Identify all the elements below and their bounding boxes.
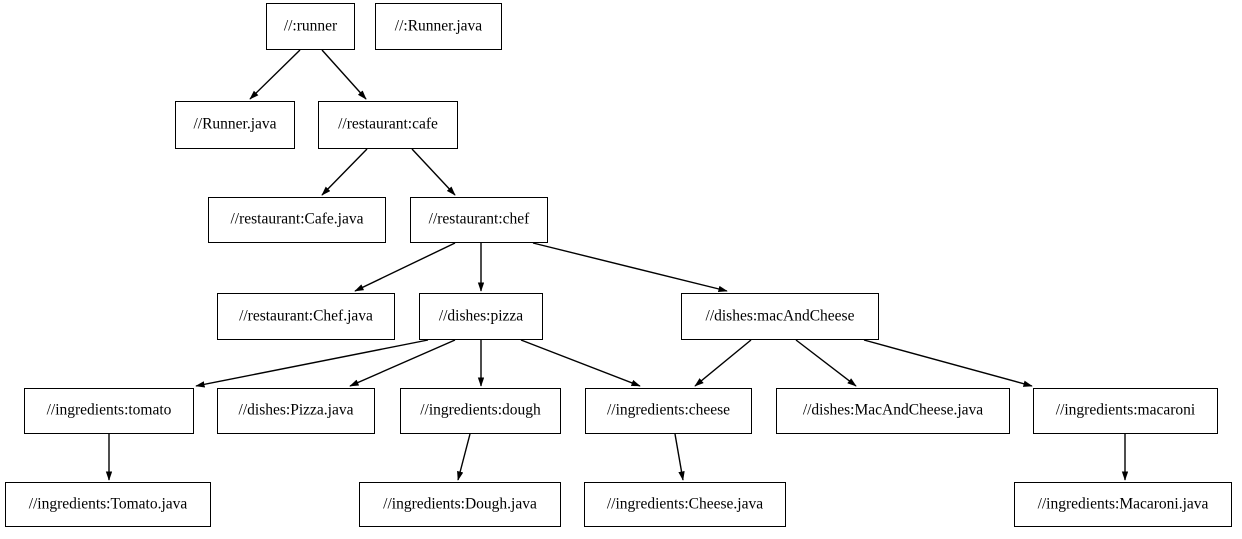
graph-node-label: //dishes:macAndCheese xyxy=(705,307,855,325)
graph-node-label: //ingredients:Dough.java xyxy=(383,495,537,513)
graph-node-restaurant_cafe[interactable]: //restaurant:cafe xyxy=(318,101,458,149)
graph-edge xyxy=(249,49,301,100)
graph-edge xyxy=(694,339,752,387)
graph-edge xyxy=(411,148,456,196)
graph-node-label: //ingredients:macaroni xyxy=(1055,401,1196,419)
graph-node-dishes_mac[interactable]: //dishes:macAndCheese xyxy=(681,293,879,340)
graph-node-ing_dough_java[interactable]: //ingredients:Dough.java xyxy=(359,482,561,527)
graph-node-label: //:runner xyxy=(283,17,338,35)
graph-node-runner[interactable]: //:runner xyxy=(266,3,355,50)
graph-node-dishes_pizza[interactable]: //dishes:pizza xyxy=(419,293,543,340)
graph-edge xyxy=(795,339,857,387)
graph-node-label: //ingredients:dough xyxy=(420,401,541,419)
graph-edge xyxy=(195,339,429,388)
graph-node-restaurant_cafe_java[interactable]: //restaurant:Cafe.java xyxy=(208,197,386,243)
graph-node-label: //Runner.java xyxy=(193,115,277,133)
graph-node-ing_macaroni_java[interactable]: //ingredients:Macaroni.java xyxy=(1014,482,1232,527)
graph-node-label: //ingredients:tomato xyxy=(46,401,172,419)
graph-edge xyxy=(354,242,456,292)
graph-edge xyxy=(863,339,1033,387)
graph-edge xyxy=(457,433,471,481)
graph-node-label: //restaurant:Chef.java xyxy=(239,307,373,325)
graph-node-label: //dishes:MacAndCheese.java xyxy=(802,401,984,419)
graph-node-ing_cheese[interactable]: //ingredients:cheese xyxy=(585,388,752,434)
graph-node-restaurant_chef_java[interactable]: //restaurant:Chef.java xyxy=(217,293,395,340)
graph-node-ing_macaroni[interactable]: //ingredients:macaroni xyxy=(1033,388,1218,434)
graph-node-label: //:Runner.java xyxy=(394,17,483,35)
graph-node-label: //restaurant:cafe xyxy=(338,115,438,133)
graph-node-restaurant_chef[interactable]: //restaurant:chef xyxy=(410,197,548,243)
graph-node-ing_tomato_java[interactable]: //ingredients:Tomato.java xyxy=(5,482,211,527)
graph-node-dishes_pizza_java[interactable]: //dishes:Pizza.java xyxy=(217,388,375,434)
graph-node-label: //ingredients:Macaroni.java xyxy=(1037,495,1209,513)
graph-edge xyxy=(321,148,368,196)
graph-node-label: //dishes:pizza xyxy=(438,307,524,325)
graph-node-dishes_mac_java[interactable]: //dishes:MacAndCheese.java xyxy=(776,388,1010,434)
graph-node-root_runner_java[interactable]: //:Runner.java xyxy=(375,3,502,50)
graph-edge xyxy=(349,339,456,387)
graph-node-ing_dough[interactable]: //ingredients:dough xyxy=(400,388,561,434)
graph-edge xyxy=(532,242,728,293)
graph-node-label: //ingredients:Tomato.java xyxy=(28,495,188,513)
graph-node-label: //dishes:Pizza.java xyxy=(238,401,354,419)
graph-edge xyxy=(321,49,367,100)
graph-node-ing_tomato[interactable]: //ingredients:tomato xyxy=(24,388,194,434)
graph-node-label: //restaurant:Cafe.java xyxy=(230,210,364,228)
graph-node-label: //ingredients:cheese xyxy=(606,401,731,419)
graph-node-ing_cheese_java[interactable]: //ingredients:Cheese.java xyxy=(584,482,786,527)
graph-edge xyxy=(674,433,685,481)
graph-node-label: //ingredients:Cheese.java xyxy=(606,495,764,513)
graph-node-label: //restaurant:chef xyxy=(428,210,530,228)
graph-edge xyxy=(520,339,641,387)
graph-node-runner_java[interactable]: //Runner.java xyxy=(175,101,295,149)
